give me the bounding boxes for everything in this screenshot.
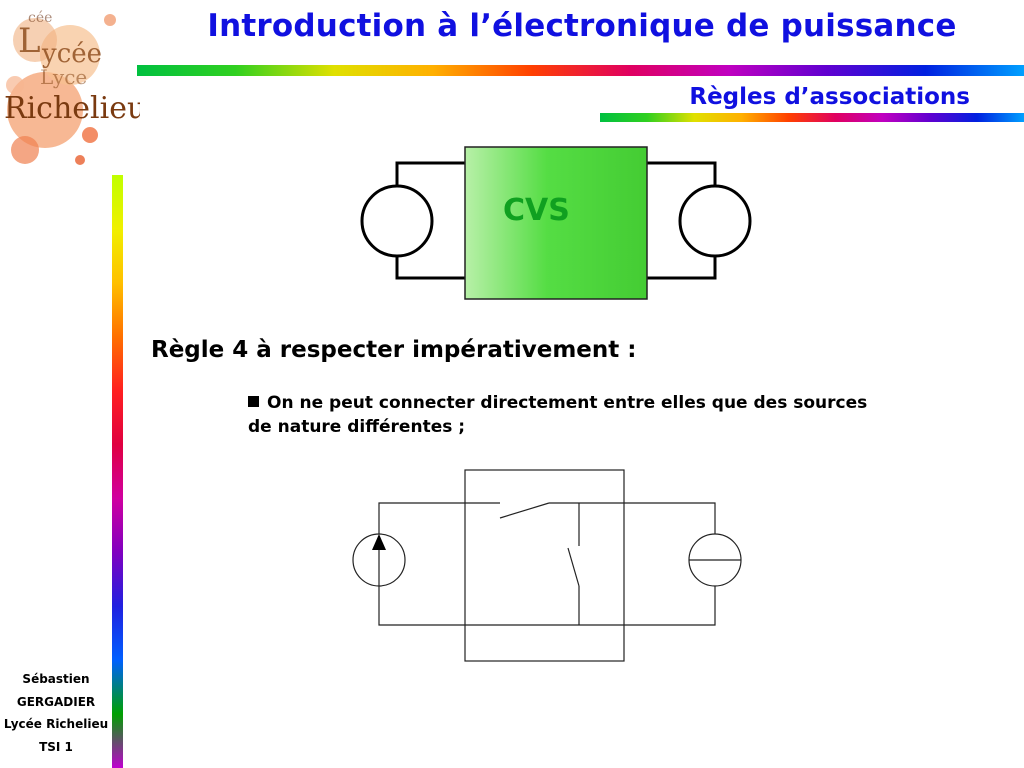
cvs-diagram	[360, 146, 752, 300]
right-source-icon	[678, 184, 752, 258]
author-first-name: Sébastien	[22, 672, 90, 686]
page-title: Introduction à l’électronique de puissan…	[207, 8, 957, 44]
svg-text:ycée: ycée	[41, 39, 102, 69]
cvs-block	[464, 146, 648, 300]
top-left-wire	[378, 502, 500, 535]
author-school: Lycée Richelieu	[3, 717, 109, 731]
left-bottom-wire	[395, 255, 465, 280]
section-subtitle: Règles d’associations	[689, 84, 970, 110]
author-last-name: GERGADIER	[16, 694, 96, 709]
svg-text:cée: cée	[28, 10, 52, 26]
cvs-label: CVS	[503, 193, 570, 228]
switch-circuit-diagram	[352, 469, 742, 662]
source-arrow-icon	[372, 534, 386, 550]
svg-text:Lyce: Lyce	[40, 65, 87, 89]
svg-text:L: L	[18, 21, 41, 61]
rule-line-1: On ne peut connecter directement entre e…	[267, 393, 868, 413]
top-right-wire	[549, 502, 716, 540]
logo-graphic: cée L ycée Lyce Richelieu	[4, 10, 146, 165]
bottom-wire	[378, 580, 716, 626]
left-top-wire	[395, 161, 465, 187]
rule-body: On ne peut connecter directement entre e…	[248, 391, 888, 439]
svg-text:Richelieu: Richelieu	[4, 91, 140, 126]
author-class: TSI 1	[39, 739, 73, 754]
side-rainbow-band	[112, 175, 123, 768]
lycee-richelieu-logo: cée L ycée Lyce Richelieu	[0, 0, 146, 175]
subtitle-rainbow-band	[600, 113, 1024, 122]
left-source-icon	[360, 184, 434, 258]
bullet-square-icon	[248, 396, 259, 407]
series-switch-icon	[499, 502, 550, 519]
converter-box	[464, 469, 625, 662]
shunt-switch-icon	[567, 547, 580, 587]
rule-heading: Règle 4 à respecter impérativement :	[151, 337, 637, 363]
right-top-wire	[645, 161, 717, 187]
rule-line-2: de nature différentes ;	[248, 417, 466, 437]
author-block: Sébastien GERGADIER Lycée Richelieu TSI …	[2, 668, 110, 758]
title-rainbow-band	[137, 65, 1024, 76]
right-bottom-wire	[645, 255, 717, 280]
